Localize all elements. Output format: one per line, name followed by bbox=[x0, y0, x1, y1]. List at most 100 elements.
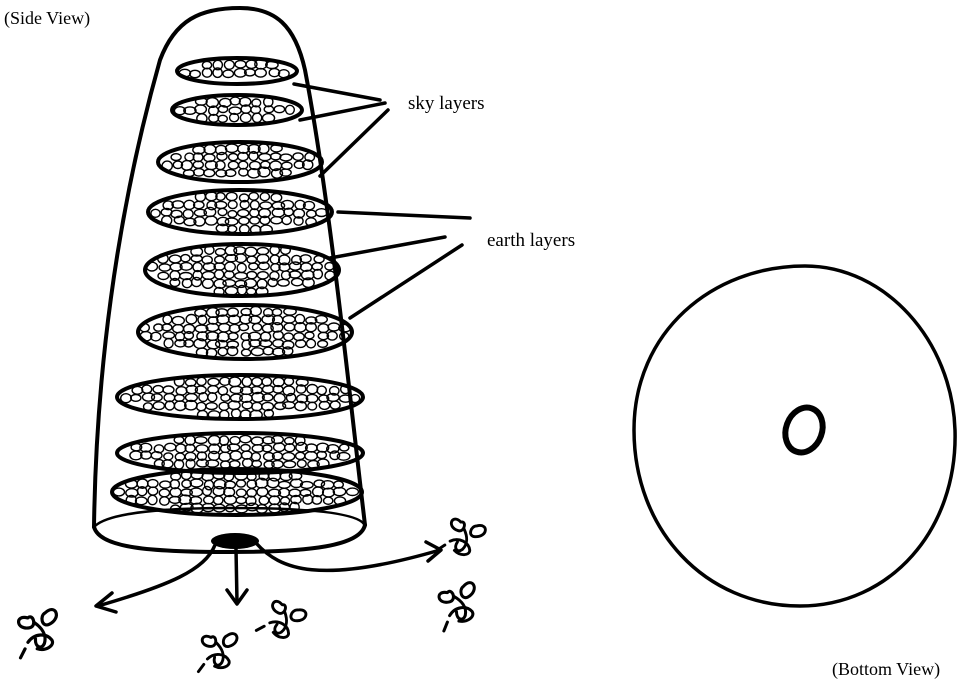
comb-cell bbox=[160, 497, 169, 505]
comb-cell bbox=[245, 247, 257, 256]
bee bbox=[256, 596, 307, 647]
comb-cell bbox=[258, 272, 269, 279]
comb-cell bbox=[272, 309, 281, 316]
comb-cell bbox=[274, 106, 284, 113]
comb-cell bbox=[121, 394, 132, 403]
comb-cell bbox=[151, 209, 160, 217]
comb-cell bbox=[203, 487, 212, 496]
comb-cell bbox=[190, 479, 203, 487]
comb-cell bbox=[249, 263, 258, 270]
bee bbox=[13, 609, 63, 658]
comb-cell bbox=[204, 496, 214, 504]
comb-cell bbox=[236, 497, 246, 504]
comb-cell bbox=[202, 279, 213, 288]
exit-arrows bbox=[96, 542, 441, 612]
comb-layer bbox=[138, 305, 352, 359]
comb-cell bbox=[202, 68, 211, 77]
hive-base-back bbox=[95, 508, 364, 526]
comb-cell bbox=[132, 386, 143, 394]
comb-cell bbox=[164, 339, 173, 348]
comb-cell bbox=[144, 403, 153, 411]
comb-cell bbox=[142, 385, 152, 393]
comb-cell bbox=[217, 152, 227, 160]
comb-cell bbox=[286, 105, 295, 114]
comb-cell bbox=[235, 60, 246, 67]
comb-cell bbox=[251, 348, 263, 356]
comb-cell bbox=[272, 436, 284, 444]
comb-cell bbox=[289, 262, 301, 270]
comb-cell bbox=[283, 316, 295, 323]
comb-cell bbox=[152, 394, 163, 401]
comb-cell bbox=[185, 436, 195, 445]
comb-cell bbox=[308, 402, 317, 410]
bee bbox=[433, 582, 483, 631]
comb-cell bbox=[224, 60, 234, 69]
comb-cell bbox=[284, 461, 296, 468]
comb-cell bbox=[225, 287, 237, 295]
comb-cell bbox=[262, 114, 274, 123]
comb-cell bbox=[282, 453, 294, 461]
comb-cell bbox=[218, 115, 227, 122]
comb-cell bbox=[240, 113, 251, 122]
comb-cell bbox=[340, 444, 349, 451]
comb-cell bbox=[176, 444, 186, 453]
side-view-label: (Side View) bbox=[4, 8, 90, 29]
comb-cell bbox=[131, 395, 141, 402]
comb-cell bbox=[228, 161, 238, 169]
comb-cell bbox=[314, 256, 324, 263]
comb-cell bbox=[324, 497, 333, 504]
comb-cell bbox=[325, 263, 334, 270]
comb-cell bbox=[274, 394, 285, 403]
comb-cell bbox=[169, 255, 181, 263]
comb-cell bbox=[267, 478, 279, 487]
comb-cell bbox=[280, 169, 291, 176]
comb-cell bbox=[204, 145, 216, 154]
sky-leader-1 bbox=[294, 84, 380, 100]
arrow-down-line bbox=[236, 549, 237, 602]
comb-cell bbox=[282, 162, 292, 169]
comb-cell bbox=[305, 452, 317, 461]
comb-cell bbox=[208, 378, 219, 385]
comb-cell bbox=[278, 481, 290, 488]
comb-cell bbox=[219, 452, 231, 461]
comb-cell bbox=[230, 437, 240, 445]
comb-cell bbox=[250, 217, 260, 224]
comb-cell bbox=[172, 316, 184, 324]
comb-cell bbox=[194, 169, 205, 177]
comb-cell bbox=[347, 488, 359, 495]
comb-cell bbox=[185, 153, 194, 161]
comb-cell bbox=[255, 69, 266, 78]
comb-cell bbox=[280, 154, 292, 161]
comb-cell bbox=[230, 461, 240, 468]
comb-cell bbox=[221, 394, 230, 401]
comb-cell bbox=[257, 487, 268, 496]
comb-cell bbox=[228, 333, 238, 340]
comb-cell bbox=[229, 154, 238, 161]
comb-cell bbox=[160, 481, 171, 488]
comb-cell bbox=[317, 386, 326, 395]
comb-cell bbox=[257, 248, 268, 255]
comb-cell bbox=[260, 193, 269, 201]
comb-cell bbox=[208, 393, 217, 402]
comb-cell bbox=[215, 270, 224, 279]
comb-cell bbox=[226, 192, 237, 200]
comb-cell bbox=[153, 402, 164, 410]
comb-cell bbox=[242, 377, 251, 387]
comb-cell bbox=[148, 487, 157, 495]
comb-cell bbox=[238, 210, 249, 217]
bottom-view-outline bbox=[634, 266, 955, 606]
comb-cell bbox=[237, 263, 246, 272]
comb-cell bbox=[274, 443, 285, 452]
hive-entrance bbox=[211, 533, 259, 549]
comb-cell bbox=[163, 315, 172, 324]
comb-cell bbox=[229, 324, 240, 332]
comb-cell bbox=[252, 378, 262, 387]
comb-cell bbox=[284, 323, 295, 331]
comb-cell bbox=[319, 401, 329, 409]
comb-cell bbox=[171, 473, 181, 480]
comb-cell bbox=[283, 402, 295, 409]
comb-cell bbox=[225, 262, 236, 271]
comb-layer bbox=[158, 142, 322, 182]
comb-cell bbox=[197, 402, 206, 410]
